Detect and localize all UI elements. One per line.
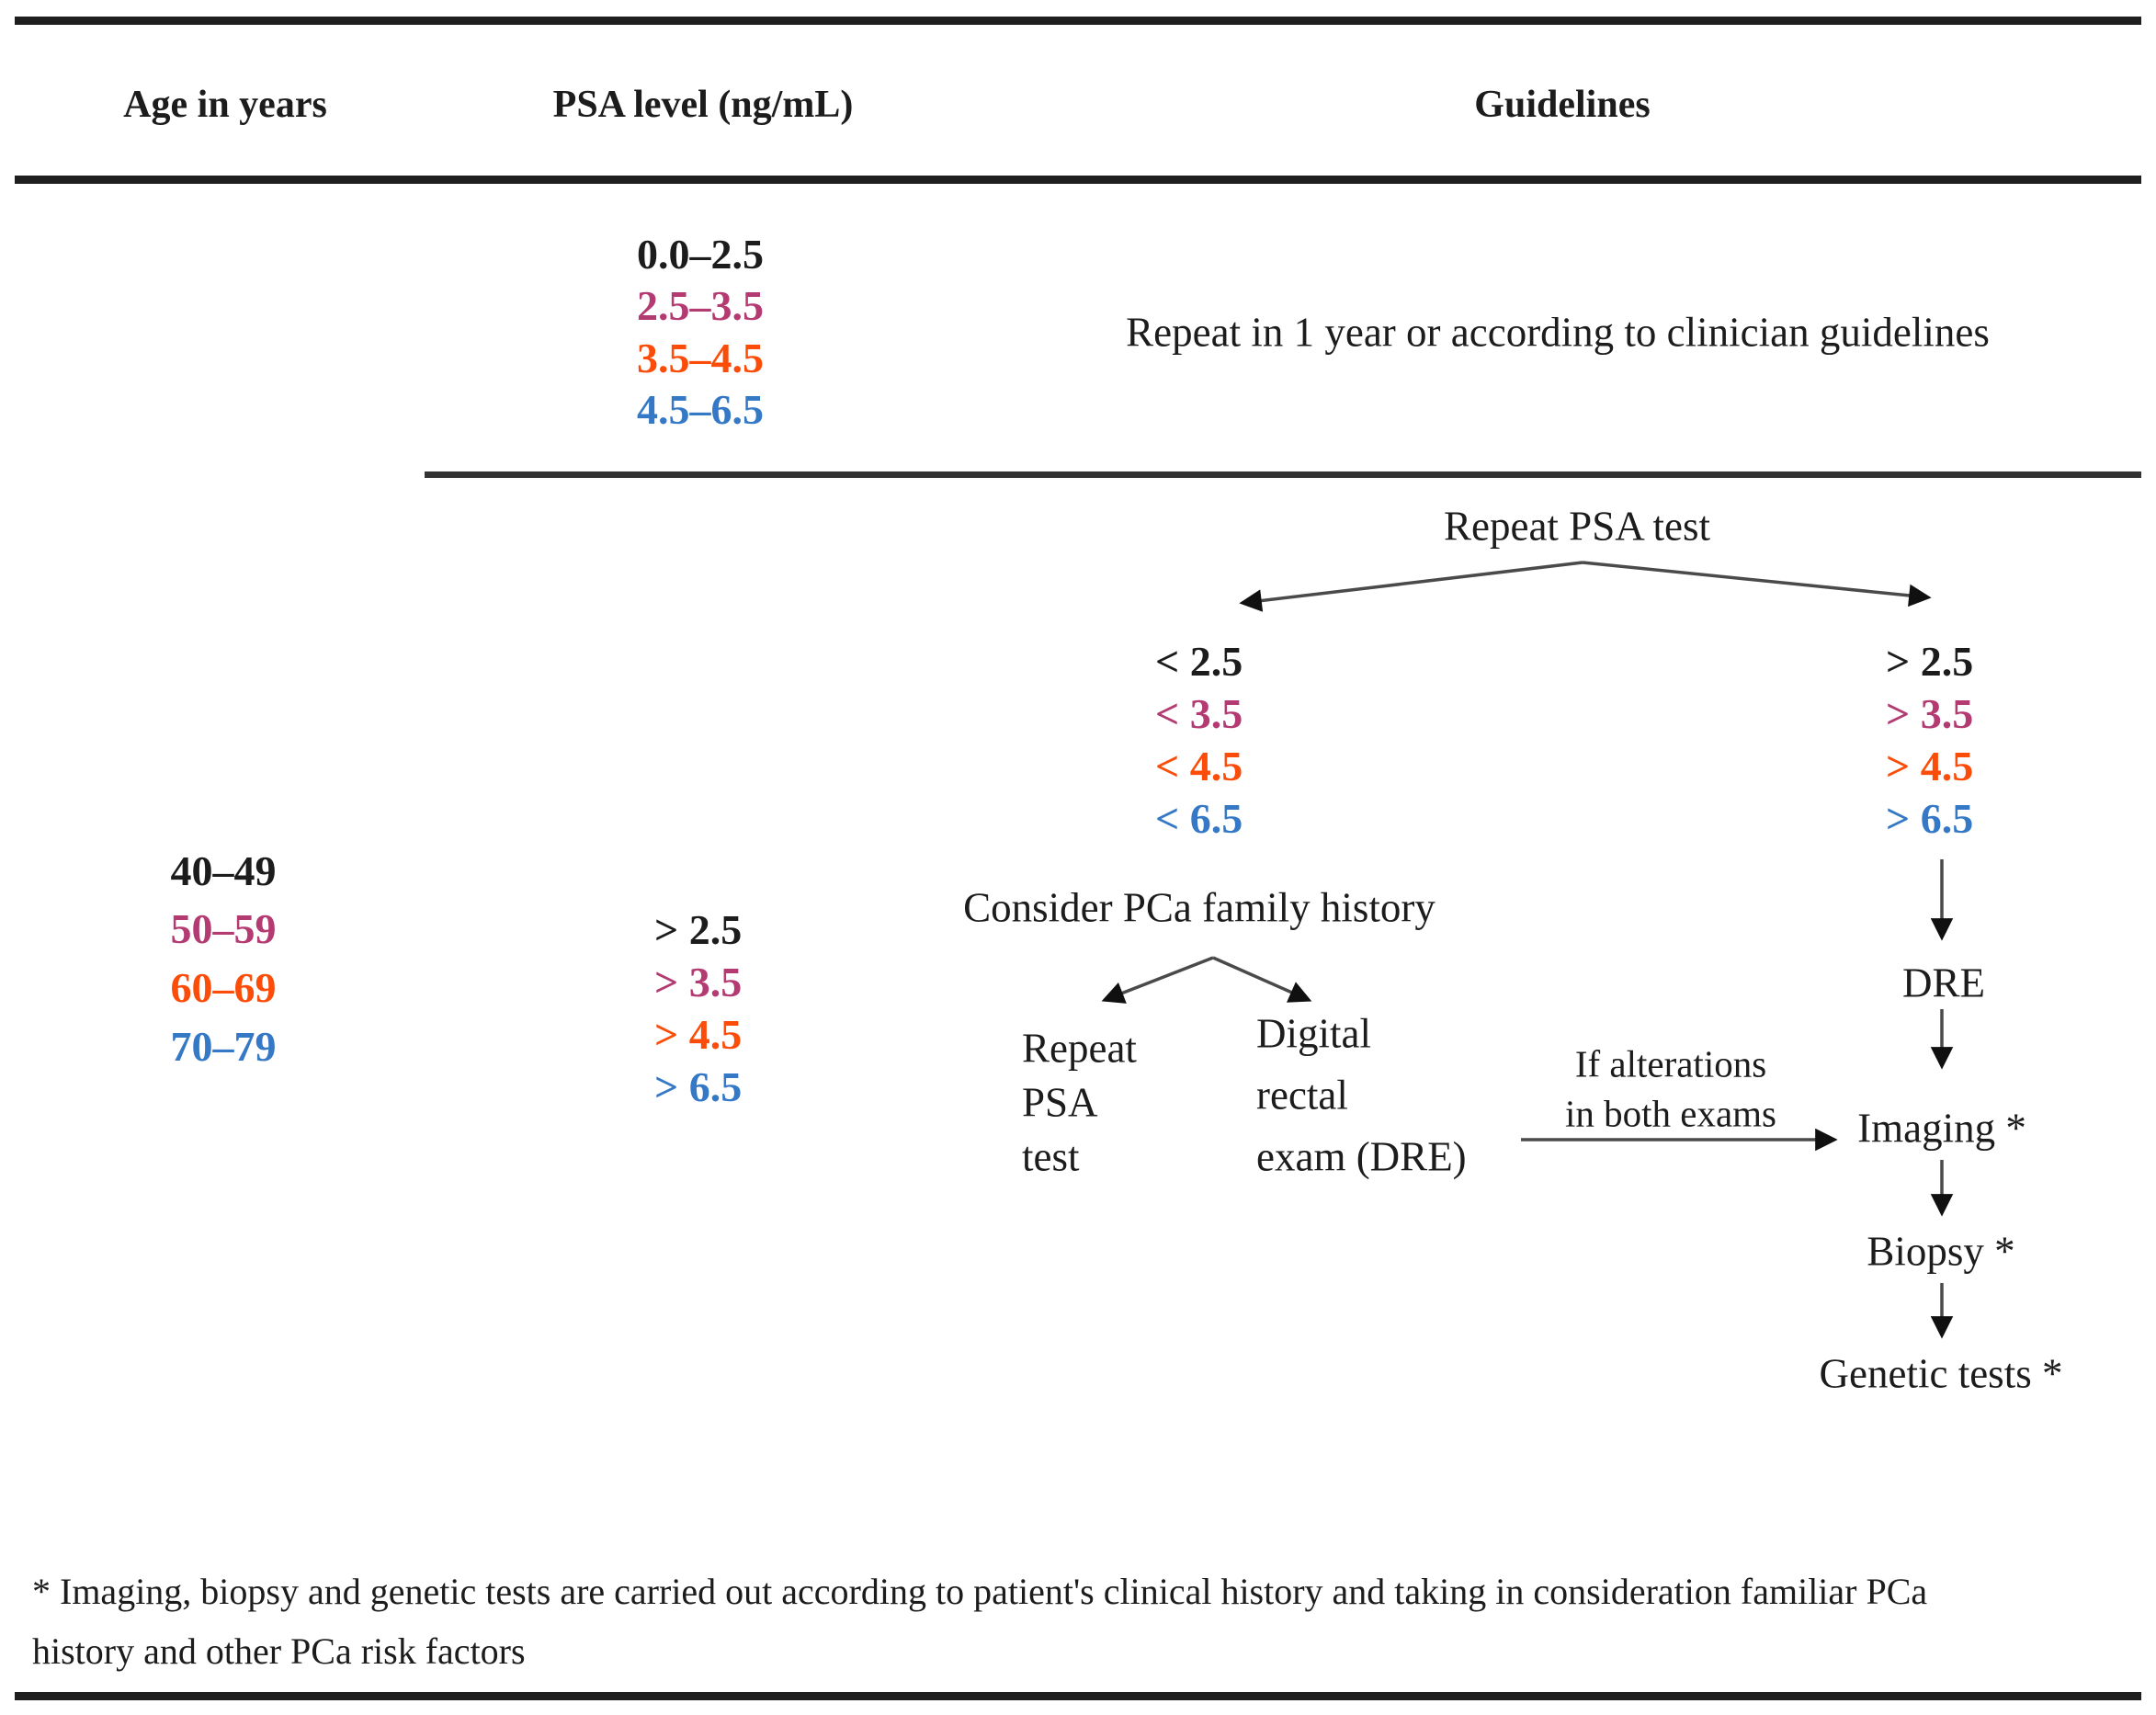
lower-branch-row: < 2.5 [1155,638,1243,685]
age-group-row: 50–59 [170,905,277,952]
repeat-psa-test-label: Repeat PSA test [1444,503,1710,550]
family-history-right-arrow [1212,956,1312,1003]
lower-branch-row: < 3.5 [1155,690,1243,737]
lower-branch-row: < 6.5 [1155,795,1243,842]
dre-block-line: rectal [1256,1072,1348,1119]
dre-block-line: Digital [1256,1010,1371,1057]
chain-node-genetic-tests: Genetic tests * [1819,1350,2063,1397]
lower-branch-row: < 4.5 [1155,743,1243,789]
family-history-left-arrow [1101,956,1214,1004]
psa-range-row: 3.5–4.5 [637,335,764,381]
psa-level-row: > 2.5 [654,906,743,953]
dre-block-line: exam (DRE) [1256,1133,1467,1180]
chain-node-biopsy: Biopsy * [1867,1228,2015,1275]
higher-branch-row: > 6.5 [1886,795,1974,842]
higher-branch-row: > 3.5 [1886,690,1974,737]
age-group-row: 60–69 [170,964,277,1011]
psa-level-row: > 3.5 [654,959,743,1005]
psa-range-row: 2.5–3.5 [637,282,764,329]
age-group-row: 40–49 [170,847,277,894]
repeat-block-line: Repeat [1022,1025,1137,1072]
footnote-line: history and other PCa risk factors [32,1630,526,1672]
psa-level-row: > 6.5 [654,1063,743,1110]
age-group-row: 70–79 [170,1023,277,1070]
column-header-psa: PSA level (ng/mL) [552,84,854,126]
branch-right-arrow [1582,561,1932,608]
consider-family-history-label: Consider PCa family history [963,884,1435,931]
bottom-rule [15,1692,2141,1700]
chain-node-imaging: Imaging * [1857,1105,2026,1152]
chain-node-dre: DRE [1902,960,1985,1006]
psa-level-row: > 4.5 [654,1011,743,1058]
header-rule [15,176,2141,184]
guideline-repeat-1-year: Repeat in 1 year or according to clinici… [1126,309,1990,356]
higher-branch-row: > 2.5 [1886,638,1974,685]
top-rule [15,17,2141,25]
branch-left-arrow [1239,561,1583,612]
repeat-block-line: test [1022,1133,1080,1180]
column-header-guidelines: Guidelines [1474,84,1651,126]
if-alterations-line: If alterations [1574,1042,1767,1085]
footnote-line: * Imaging, biopsy and genetic tests are … [32,1571,1928,1612]
higher-branch-row: > 4.5 [1886,743,1974,789]
if-alterations-line: in both exams [1564,1092,1777,1135]
psa-range-row: 4.5–6.5 [637,386,764,433]
repeat-block-line: PSA [1022,1079,1098,1126]
psa-range-row: 0.0–2.5 [637,231,764,278]
column-header-age: Age in years [123,84,327,126]
section-divider-rule [425,471,2141,478]
